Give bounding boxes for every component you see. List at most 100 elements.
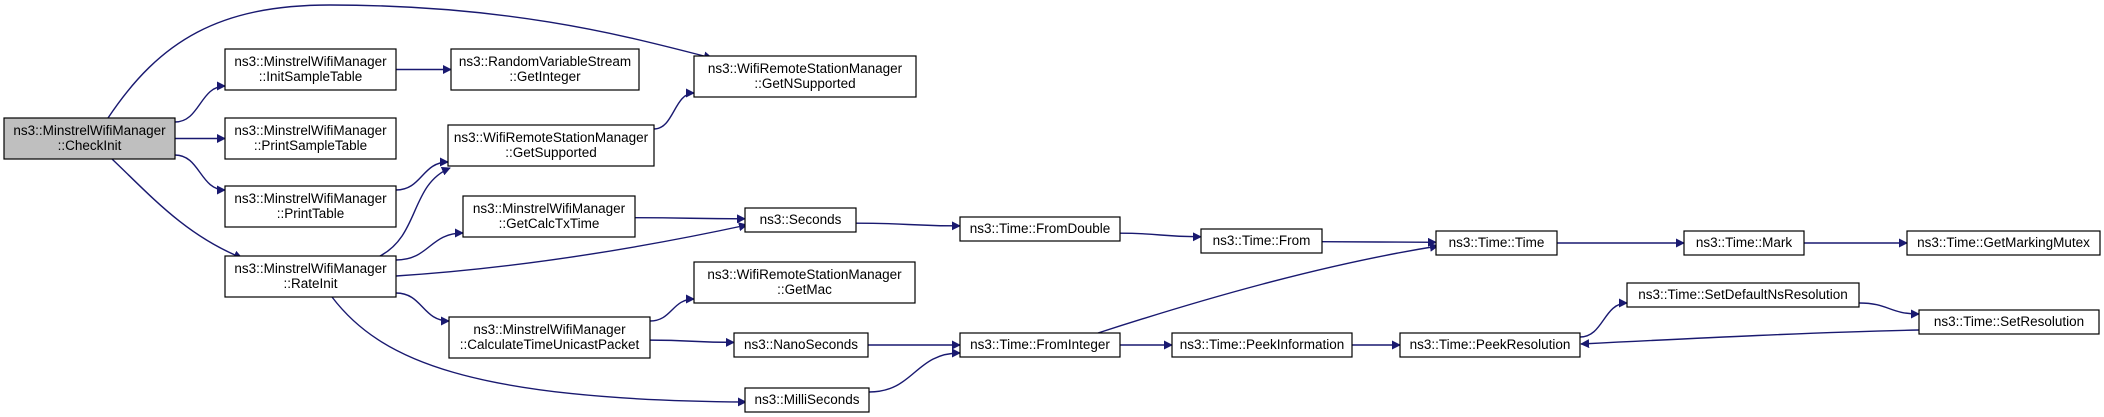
node-label-line: ns3::Time::FromDouble (970, 221, 1111, 236)
edge-rateinit-to-seconds (395, 222, 748, 277)
node-box[interactable] (447, 124, 655, 167)
node-frominteger[interactable]: ns3::Time::FromInteger (959, 332, 1121, 358)
edge-checkinit-to-initsample (174, 81, 226, 123)
node-fromdouble[interactable]: ns3::Time::FromDouble (959, 216, 1121, 242)
edge-from-to-time (1321, 237, 1437, 247)
node-label-line: ns3::NanoSeconds (744, 337, 858, 352)
node-box[interactable] (744, 387, 870, 413)
node-box[interactable] (733, 332, 869, 358)
node-label-line: ns3::Time::From (1213, 233, 1311, 248)
node-label-line: ns3::Time::Mark (1696, 235, 1793, 250)
node-box[interactable] (1435, 230, 1558, 256)
edge-checkinit-to-printtable (174, 154, 226, 195)
node-box[interactable] (224, 48, 397, 91)
edge-rateinit-to-calctime (395, 292, 450, 326)
node-box[interactable] (744, 207, 857, 233)
edge-printtable-to-getsupported (395, 157, 449, 191)
node-label-line: ns3::WifiRemoteStationManager (708, 61, 903, 76)
node-label-line: ns3::Time::PeekInformation (1180, 337, 1345, 352)
node-nanoseconds[interactable]: ns3::NanoSeconds (733, 332, 869, 358)
node-getnsupported[interactable]: ns3::WifiRemoteStationManager::GetNSuppo… (693, 55, 917, 98)
node-label-line: ns3::Time::SetDefaultNsResolution (1638, 287, 1848, 302)
node-mark[interactable]: ns3::Time::Mark (1683, 230, 1805, 256)
node-getmac[interactable]: ns3::WifiRemoteStationManager::GetMac (693, 261, 916, 304)
node-box[interactable] (1200, 228, 1323, 254)
node-initsample[interactable]: ns3::MinstrelWifiManager::InitSampleTabl… (224, 48, 397, 91)
node-seconds[interactable]: ns3::Seconds (744, 207, 857, 233)
node-label-line: ns3::Time::FromInteger (970, 337, 1110, 352)
node-printtable[interactable]: ns3::MinstrelWifiManager::PrintTable (224, 185, 397, 228)
node-calctime[interactable]: ns3::MinstrelWifiManager::CalculateTimeU… (448, 316, 651, 359)
edge-calctime-to-nanoseconds (649, 337, 735, 347)
node-label-line: ::CalculateTimeUnicastPacket (460, 337, 640, 352)
node-printsample[interactable]: ns3::MinstrelWifiManager::PrintSampleTab… (224, 117, 397, 160)
node-box[interactable] (450, 48, 640, 91)
edges-layer (107, 4, 1920, 407)
node-label-line: ::GetInteger (509, 69, 581, 84)
node-label-line: ns3::MinstrelWifiManager (234, 123, 387, 138)
edge-milliseconds-to-frominteger (868, 348, 961, 393)
node-box[interactable] (3, 117, 176, 160)
node-getinteger[interactable]: ns3::RandomVariableStream::GetInteger (450, 48, 640, 91)
node-box[interactable] (462, 195, 636, 238)
edge-rateinit-to-getcalctx (395, 228, 464, 261)
node-label-line: ::PrintTable (277, 206, 345, 221)
node-label-line: ::CheckInit (58, 138, 122, 153)
node-label-line: ns3::MinstrelWifiManager (234, 54, 387, 69)
node-peekinfo[interactable]: ns3::Time::PeekInformation (1171, 332, 1353, 358)
edge-rateinit-to-milliseconds (331, 296, 747, 407)
node-box[interactable] (224, 117, 397, 160)
node-getmarking[interactable]: ns3::Time::GetMarkingMutex (1906, 230, 2101, 256)
node-box[interactable] (1399, 332, 1581, 358)
node-label-line: ::InitSampleTable (259, 69, 363, 84)
node-label-line: ns3::RandomVariableStream (459, 54, 631, 69)
node-label-line: ns3::Time::Time (1449, 235, 1545, 250)
node-box[interactable] (1171, 332, 1353, 358)
node-box[interactable] (1918, 309, 2100, 335)
node-box[interactable] (224, 185, 397, 228)
edge-fromdouble-to-from (1119, 232, 1202, 242)
edge-getsupported-to-getnsupported (653, 88, 695, 130)
node-label-line: ns3::MilliSeconds (754, 392, 859, 407)
edge-checkinit-to-getnsupported (107, 4, 713, 119)
node-label-line: ns3::MinstrelWifiManager (473, 322, 626, 337)
node-box[interactable] (224, 255, 397, 298)
node-box[interactable] (1906, 230, 2101, 256)
node-box[interactable] (1683, 230, 1805, 256)
node-box[interactable] (693, 261, 916, 304)
node-peekres[interactable]: ns3::Time::PeekResolution (1399, 332, 1581, 358)
node-milliseconds[interactable]: ns3::MilliSeconds (744, 387, 870, 413)
node-label-line: ::RateInit (283, 276, 337, 291)
node-box[interactable] (693, 55, 917, 98)
node-getcalctx[interactable]: ns3::MinstrelWifiManager::GetCalcTxTime (462, 195, 636, 238)
node-label-line: ::GetSupported (505, 145, 597, 160)
edge-frominteger-to-time (1097, 242, 1439, 334)
node-box[interactable] (448, 316, 651, 359)
node-box[interactable] (959, 216, 1121, 242)
node-label-line: ns3::WifiRemoteStationManager (454, 130, 649, 145)
node-label-line: ::GetMac (777, 282, 832, 297)
node-rateinit[interactable]: ns3::MinstrelWifiManager::RateInit (224, 255, 397, 298)
node-box[interactable] (959, 332, 1121, 358)
node-checkinit[interactable]: ns3::MinstrelWifiManager::CheckInit (3, 117, 176, 160)
edge-seconds-to-fromdouble (855, 221, 961, 231)
node-label-line: ns3::WifiRemoteStationManager (707, 267, 902, 282)
node-label-line: ::PrintSampleTable (254, 138, 367, 153)
nodes-layer: ns3::MinstrelWifiManager::CheckInitns3::… (3, 48, 2101, 413)
node-time[interactable]: ns3::Time::Time (1435, 230, 1558, 256)
node-label-line: ns3::Time::GetMarkingMutex (1917, 235, 2090, 250)
node-label-line: ns3::Time::SetResolution (1934, 314, 2084, 329)
node-label-line: ::GetCalcTxTime (499, 216, 600, 231)
node-label-line: ns3::Seconds (760, 212, 842, 227)
node-setres[interactable]: ns3::Time::SetResolution (1918, 309, 2100, 335)
edge-setres-to-peekres (1580, 329, 1920, 349)
node-label-line: ns3::MinstrelWifiManager (13, 123, 166, 138)
node-box[interactable] (1626, 282, 1860, 308)
edge-getcalctx-to-seconds (634, 214, 746, 224)
node-label-line: ns3::MinstrelWifiManager (234, 191, 387, 206)
node-setdefault[interactable]: ns3::Time::SetDefaultNsResolution (1626, 282, 1860, 308)
node-label-line: ns3::Time::PeekResolution (1410, 337, 1571, 352)
node-getsupported[interactable]: ns3::WifiRemoteStationManager::GetSuppor… (447, 124, 655, 167)
node-from[interactable]: ns3::Time::From (1200, 228, 1323, 254)
